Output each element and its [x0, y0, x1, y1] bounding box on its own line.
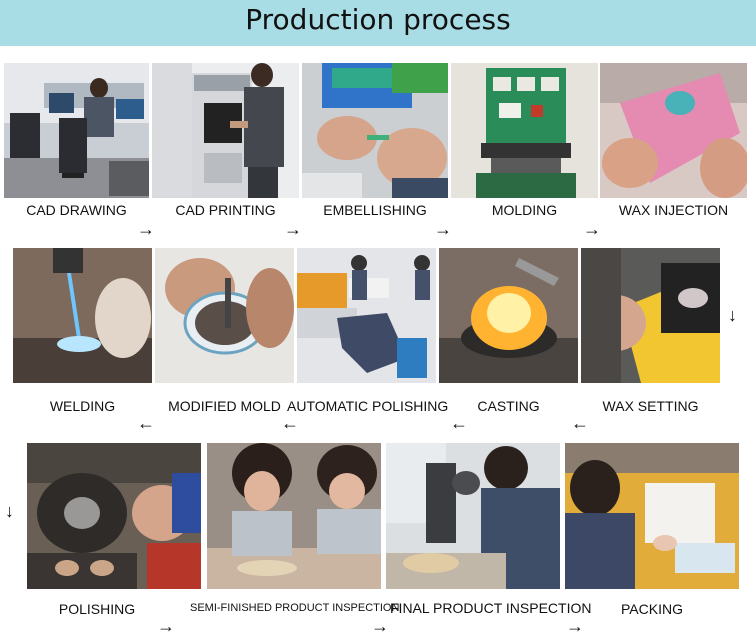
step-label-embellishing: EMBELLISHING [323, 202, 427, 218]
step-label-automatic-polishing: AUTOMATIC POLISHING [287, 398, 449, 414]
step-label-packing: PACKING [621, 601, 683, 617]
welding-photo [13, 248, 152, 383]
step-label-polishing: POLISHING [58, 601, 136, 617]
step-label-wax-setting: WAX SETTING [602, 398, 699, 414]
arrow-right-icon: → [566, 616, 584, 636]
arrow-right-icon: → [434, 219, 452, 239]
automatic-polishing-photo [297, 248, 436, 383]
embellishing-photo [302, 63, 448, 198]
step-label-cad-printing: CAD PRINTING [175, 202, 276, 218]
arrow-down-icon: ↓ [728, 305, 737, 325]
arrow-right-icon: → [157, 616, 175, 636]
step-label-final-inspection: FINAL PRODUCT INSPECTION [390, 600, 592, 616]
arrow-right-icon: → [583, 219, 601, 239]
arrow-right-icon: → [371, 616, 389, 636]
arrow-left-icon: ← [450, 413, 468, 433]
step-label-semi-finished-inspection: SEMI-FINISHED PRODUCT INSPECTION [190, 602, 400, 614]
cad-drawing-photo [4, 63, 149, 198]
polishing-photo [27, 443, 201, 589]
wax-injection-photo [600, 63, 747, 198]
casting-photo [439, 248, 578, 383]
title-banner [0, 0, 756, 46]
step-label-cad-drawing: CAD DRAWING [26, 202, 127, 218]
semi-finished-inspection-photo [207, 443, 381, 589]
wax-setting-photo [581, 248, 720, 383]
molding-photo [451, 63, 598, 198]
modified-mold-photo [155, 248, 294, 383]
arrow-left-icon: ← [137, 413, 155, 433]
step-label-casting: CASTING [477, 398, 540, 414]
arrow-down-icon: ↓ [5, 501, 14, 521]
step-label-molding: MOLDING [491, 202, 558, 218]
page-title: Production process [245, 3, 511, 36]
step-label-modified-mold: MODIFIED MOLD [168, 398, 281, 414]
cad-printing-photo [152, 63, 299, 198]
arrow-right-icon: → [284, 219, 302, 239]
arrow-left-icon: ← [571, 413, 589, 433]
arrow-left-icon: ← [281, 413, 299, 433]
step-label-welding: WELDING [49, 398, 116, 414]
packing-photo [565, 443, 739, 589]
final-inspection-photo [386, 443, 560, 589]
arrow-right-icon: → [137, 219, 155, 239]
step-label-wax-injection: WAX INJECTION [618, 202, 729, 218]
